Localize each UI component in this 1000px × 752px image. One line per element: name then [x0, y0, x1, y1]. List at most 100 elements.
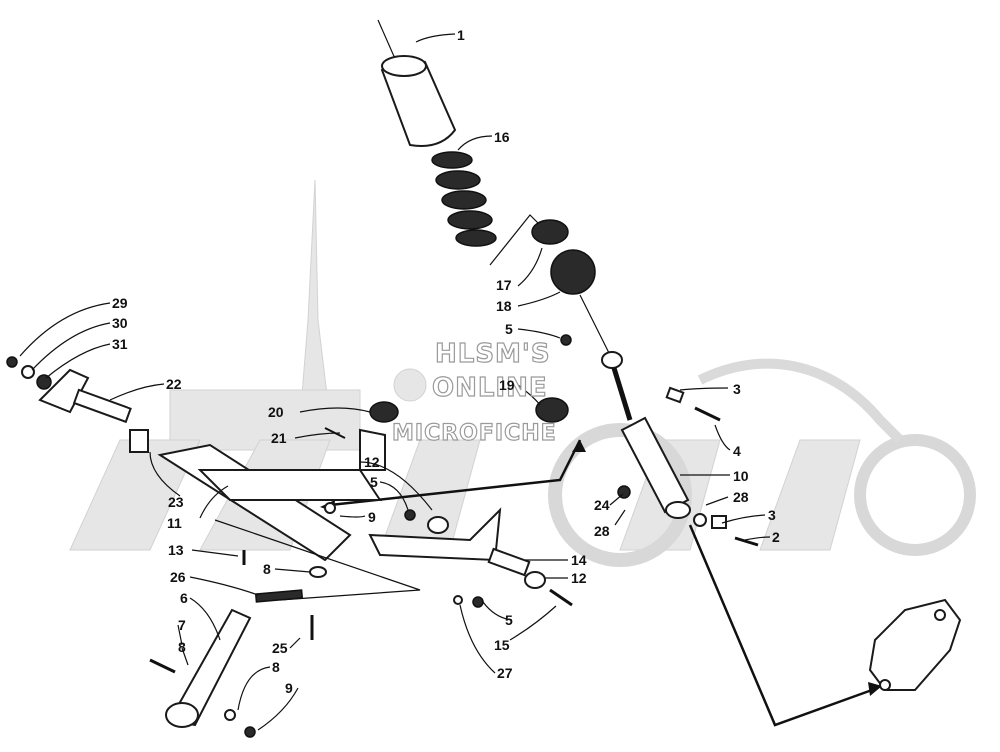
- background-watermark-art: [69, 179, 976, 567]
- part-23-bushing[interactable]: [129, 429, 149, 453]
- part-2-bolt[interactable]: [734, 536, 759, 547]
- callout-9: 9: [285, 680, 293, 696]
- leader-lines: [19, 33, 771, 731]
- part-3-spacer-top[interactable]: [665, 386, 685, 404]
- callout-2: 2: [772, 529, 780, 545]
- callout-28: 28: [594, 523, 610, 539]
- part-12-bushing-lower[interactable]: [524, 571, 546, 589]
- callout-14: 14: [571, 552, 587, 568]
- part-29-screw[interactable]: [6, 356, 18, 368]
- link-end-eye: [165, 702, 199, 728]
- callout-6: 6: [180, 590, 188, 606]
- arrow-shock-to-arm: [329, 439, 582, 507]
- part-10-shock-body[interactable]: [620, 416, 690, 514]
- part-8-washer-mid[interactable]: [309, 566, 327, 578]
- part-18-adjuster[interactable]: [550, 249, 596, 295]
- lower-arm: [368, 507, 502, 562]
- callout-12: 12: [364, 454, 380, 470]
- callout-25: 25: [272, 640, 288, 656]
- ghost-dome: [393, 368, 427, 402]
- callout-29: 29: [112, 295, 128, 311]
- callout-3: 3: [733, 381, 741, 397]
- shock-top-eye: [601, 351, 623, 369]
- end-plate: [38, 368, 90, 414]
- ghost-spire: [299, 179, 331, 421]
- callout-17: 17: [496, 277, 512, 293]
- callout-5: 5: [370, 474, 378, 490]
- callout-10: 10: [733, 468, 749, 484]
- callout-8: 8: [178, 639, 186, 655]
- part-5-nut-top[interactable]: [560, 334, 572, 346]
- callout-18: 18: [496, 298, 512, 314]
- callout-13: 13: [168, 542, 184, 558]
- callout-3: 3: [768, 507, 776, 523]
- part-22-shaft[interactable]: [72, 388, 132, 424]
- shock-bottom-eye: [665, 501, 691, 519]
- bracket-hole-bottom: [879, 679, 891, 691]
- part-9-washer[interactable]: [324, 502, 336, 514]
- callout-labels: 1 16 17 18 5 19 3 4 10 28 24 28 3 2 29 3…: [112, 27, 780, 696]
- shock-rod-line: [579, 294, 611, 356]
- callout-8: 8: [263, 561, 271, 577]
- callout-4: 4: [733, 443, 741, 459]
- upper-arm-bracket: [359, 428, 386, 471]
- arrow-head-right: [868, 682, 882, 696]
- ghost-wheel-right: [854, 434, 976, 556]
- callout-20: 20: [268, 404, 284, 420]
- part-27-washer[interactable]: [453, 595, 463, 605]
- arrow-to-bracket: [688, 524, 873, 727]
- part-31-nut[interactable]: [36, 374, 52, 390]
- frame-bracket: [868, 598, 962, 691]
- callout-5: 5: [505, 321, 513, 337]
- watermark-line3: MICROFICHE: [392, 421, 557, 446]
- callout-27: 27: [497, 665, 513, 681]
- part-20-clamp[interactable]: [369, 401, 399, 423]
- part-8-washer-low[interactable]: [224, 709, 236, 721]
- ghost-frame: [697, 358, 904, 444]
- callout-23: 23: [168, 494, 184, 510]
- watermark-line1: HLSM'S: [435, 339, 551, 369]
- suspension-arm-group: [6, 356, 573, 738]
- callout-24: 24: [594, 497, 610, 513]
- arrow-head-up: [572, 440, 586, 452]
- shock-absorber-group: [377, 19, 759, 547]
- callout-15: 15: [494, 637, 510, 653]
- shock-rod: [611, 367, 633, 421]
- callout-8: 8: [272, 659, 280, 675]
- callout-9: 9: [368, 509, 376, 525]
- callout-19: 19: [499, 377, 515, 393]
- callout-12: 12: [571, 570, 587, 586]
- part-28-washer[interactable]: [693, 513, 707, 527]
- shock-break-line: [489, 214, 541, 266]
- callout-7: 7: [178, 617, 186, 633]
- watermark-line2: ONLINE: [432, 373, 548, 403]
- bracket-hole-top: [934, 609, 946, 621]
- part-7-bolt[interactable]: [149, 658, 176, 674]
- callout-11: 11: [167, 515, 182, 531]
- callout-31: 31: [112, 336, 128, 352]
- part-19-bushing[interactable]: [535, 397, 569, 423]
- callout-16: 16: [494, 129, 510, 145]
- part-30-washer[interactable]: [21, 365, 35, 379]
- callout-30: 30: [112, 315, 128, 331]
- ref-line-arm: [214, 519, 421, 601]
- callout-5: 5: [505, 612, 513, 628]
- part-5-nut-low[interactable]: [472, 596, 484, 608]
- part-16-spring[interactable]: [431, 151, 497, 247]
- part-26-pin[interactable]: [254, 589, 304, 603]
- callout-1: 1: [457, 27, 465, 43]
- upper-arm: [197, 469, 382, 501]
- part-14-sleeve[interactable]: [487, 547, 531, 577]
- callout-28: 28: [733, 489, 749, 505]
- part-5-nut-mid[interactable]: [404, 509, 416, 521]
- part-17-collar[interactable]: [531, 219, 569, 245]
- part-9-nut-low[interactable]: [244, 726, 256, 738]
- callout-22: 22: [166, 376, 182, 392]
- callout-21: 21: [271, 430, 287, 446]
- callout-26: 26: [170, 569, 186, 585]
- part-4-bolt[interactable]: [694, 406, 721, 422]
- part-12-bushing-upper[interactable]: [427, 516, 449, 534]
- part-15-bolt[interactable]: [549, 588, 573, 607]
- part-1-top: [381, 55, 427, 77]
